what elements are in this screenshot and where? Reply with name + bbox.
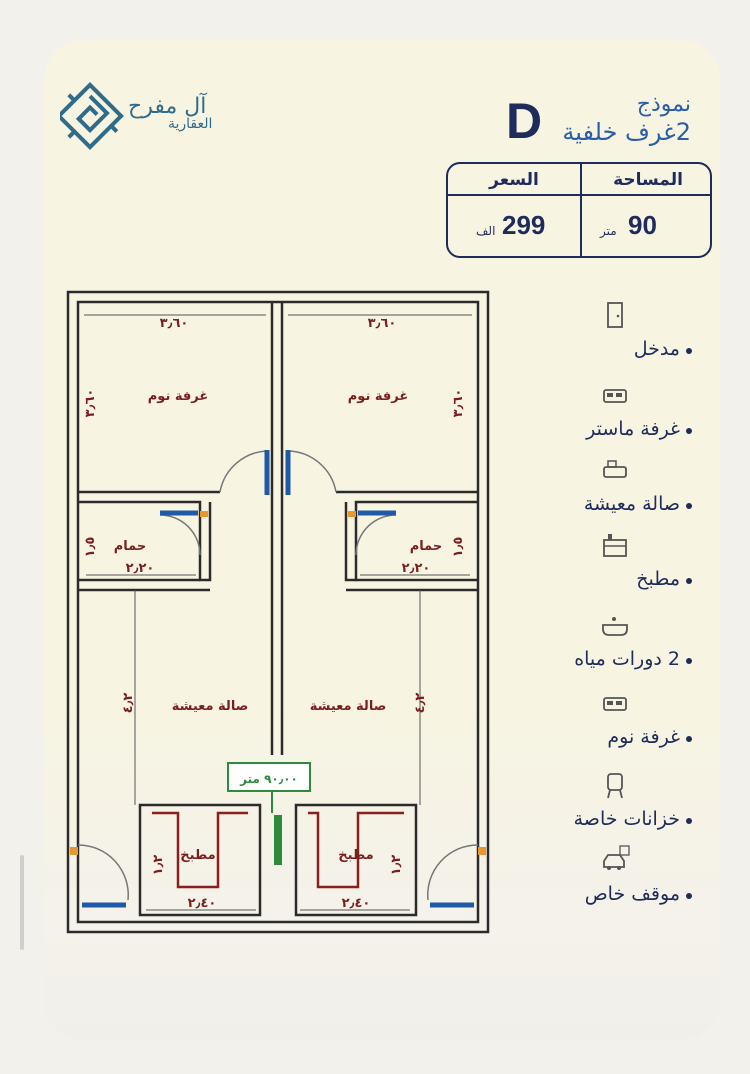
feature-label: غرفة ماستر (586, 418, 680, 440)
bullet (686, 503, 692, 509)
room-label-bedroom: غرفة نوم (348, 389, 408, 404)
door-arc (427, 844, 479, 901)
kitchen-counter-left (152, 811, 248, 889)
door-arc (355, 514, 397, 556)
bullet (686, 736, 692, 742)
door-stop (478, 847, 486, 855)
bullet (686, 818, 692, 824)
room-label-kitchen: مطبخ (180, 848, 215, 863)
model-subtitle: 2غرف خلفية (562, 118, 691, 146)
dim-label-bedroom-w: ٣٫٦٠ (160, 316, 189, 331)
dim-label-bath-w: ٢٫٢٠ (402, 561, 431, 576)
kitchen-left-wall (138, 803, 262, 917)
bullet (686, 428, 692, 434)
area-unit: متر (600, 224, 617, 238)
kitchen-counter-right (308, 811, 404, 889)
dim-label-bath-h: ١٫٥ (451, 537, 466, 558)
room-label-bedroom: غرفة نوم (148, 389, 208, 404)
total-area-box (227, 762, 311, 792)
outer-wall-inner (76, 300, 480, 924)
bath-right-wall (346, 578, 478, 592)
bullet (686, 658, 692, 664)
door-arc (219, 450, 269, 493)
total-area-label: ٩٠٫٠٠ متر (239, 772, 298, 786)
water-tank-icon (607, 773, 623, 799)
feature-label: مدخل (633, 338, 680, 360)
company-logo (60, 82, 124, 150)
room-label-kitchen: مطبخ (338, 848, 373, 863)
kitchen-partition (274, 815, 282, 865)
door-stop (70, 847, 78, 855)
feature-label: صالة معيشة (583, 493, 680, 515)
area-label: المساحة (613, 170, 683, 190)
room-label-bathroom: حمام (410, 539, 443, 554)
model-label: نموذج (636, 92, 691, 117)
dim-label-bedroom-h: ٣٫٦٠ (83, 389, 98, 418)
dim-label-kitchen-w: ٢٫٤٠ (188, 896, 217, 911)
room-label-living: صالة معيشة (172, 699, 249, 714)
dim-label-kitchen-h: ١٫٢ (151, 855, 166, 876)
bottom-fade (44, 710, 720, 1040)
kitchen-icon (603, 534, 627, 557)
bullet (686, 578, 692, 584)
door-arc (287, 450, 337, 493)
price-unit: الف (476, 224, 496, 238)
door-arc (159, 514, 201, 556)
bed-icon (603, 697, 627, 711)
feature-label: موقف خاص (584, 883, 680, 905)
bullet (686, 893, 692, 899)
bullet (686, 348, 692, 354)
feature-label: 2 دورات مياه (574, 648, 680, 670)
door-stop (200, 511, 208, 517)
room-label-living: صالة معيشة (310, 699, 387, 714)
area-value: 90 (628, 210, 657, 240)
feature-label: خزانات خاصة (573, 808, 680, 830)
kitchen-right-wall (294, 803, 418, 917)
feature-label: غرفة نوم (607, 726, 680, 748)
outer-wall (66, 290, 490, 934)
room-label-bathroom: حمام (114, 539, 147, 554)
model-letter: D (506, 93, 543, 149)
sofa-icon (603, 460, 627, 478)
dim-label-bath-w: ٢٫٢٠ (126, 561, 155, 576)
bathtub-icon (602, 617, 628, 636)
floor-plan: غرفة نوم غرفة نوم حمام حمام صالة معيشة ص… (66, 290, 490, 934)
dim-label-kitchen-w: ٢٫٤٠ (342, 896, 371, 911)
bed-icon (603, 389, 627, 403)
spec-divider-vertical (580, 164, 582, 256)
price-value: 299 (502, 210, 546, 240)
scrollbar[interactable] (20, 855, 24, 950)
feature-label: مطبخ (636, 568, 680, 590)
dim-label-kitchen-h: ١٫٢ (389, 855, 404, 876)
door-arc (77, 844, 129, 901)
dim-label-living-h: ٤٫٢ (413, 693, 428, 714)
brand-name: آل مفرح (128, 94, 207, 119)
dim-label-bath-h: ١٫٥ (83, 537, 98, 558)
spec-table: المساحة السعر 90 متر 299 الف (446, 162, 712, 258)
bath-left-wall (78, 578, 210, 592)
door-stop (348, 511, 356, 517)
dim-label-living-h: ٤٫٢ (121, 693, 136, 714)
price-label: السعر (489, 170, 539, 190)
spec-divider-horizontal (448, 194, 710, 196)
dim-label-bedroom-w: ٣٫٦٠ (368, 316, 397, 331)
door-icon (607, 302, 623, 328)
parking-icon (603, 845, 630, 870)
brand-subtitle: العقارية (168, 116, 213, 132)
dim-label-bedroom-h: ٣٫٦٠ (451, 389, 466, 418)
